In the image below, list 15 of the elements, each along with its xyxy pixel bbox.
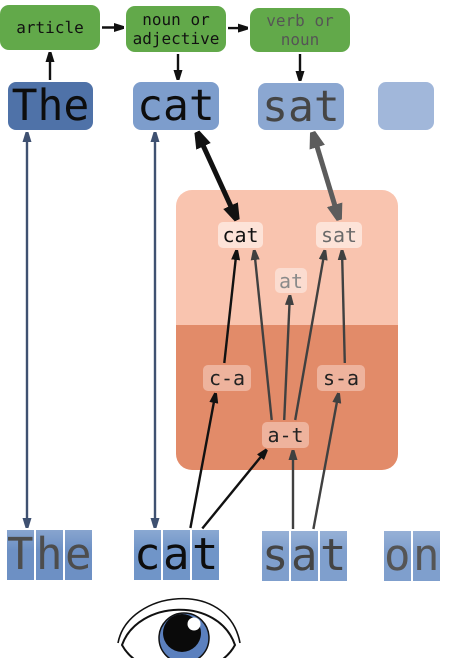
blank-word-block (378, 82, 434, 130)
lower-panel (176, 325, 398, 470)
token-chip: c-a (203, 365, 251, 391)
word-block: The (8, 82, 93, 130)
token-chip: a-t (262, 422, 309, 448)
token-chip: cat (218, 222, 263, 248)
word-block: sat (258, 83, 344, 130)
word-block: cat (133, 82, 219, 130)
category-tag: verb or noun (250, 8, 350, 52)
category-tag: noun or adjective (126, 6, 226, 52)
upper-panel (176, 190, 398, 325)
token-chip: sat (316, 222, 362, 248)
token-chip: s-a (317, 365, 365, 391)
token-chip: at (275, 268, 307, 293)
category-tag: article (0, 5, 100, 50)
